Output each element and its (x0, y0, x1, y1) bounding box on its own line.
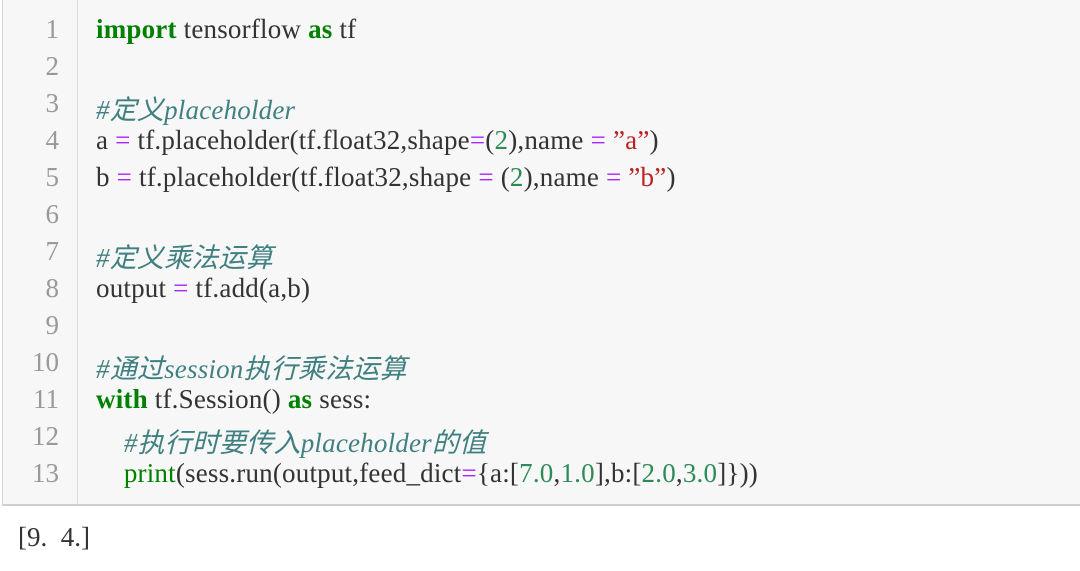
code-line-4: a = tf.placeholder(tf.float32,shape=(2),… (96, 125, 659, 156)
code-token: = (116, 162, 133, 192)
code-token: as (287, 384, 313, 414)
code-token: 2 (494, 125, 509, 155)
line-number: 7 (45, 236, 60, 266)
code-token: = (173, 273, 189, 303)
line-number: 2 (45, 51, 60, 81)
code-token: ],b:[ (594, 458, 642, 488)
code-token: tf.placeholder(tf.float32,shape (130, 125, 470, 155)
code-token: output (96, 273, 174, 303)
line-number: 11 (33, 384, 59, 414)
code-token: , (675, 458, 683, 488)
line-number: 6 (45, 199, 60, 229)
code-token: {a:[ (476, 458, 520, 488)
code-comment: #执行时要传入placeholder的值 (123, 428, 487, 458)
code-line-7: #定义乘法运算 (96, 236, 273, 275)
line-number: 8 (45, 273, 60, 303)
code-token: as (308, 14, 333, 44)
code-token: import (96, 14, 177, 44)
code-token: = (461, 458, 477, 488)
code-line-13: print(sess.run(output,feed_dict={a:[7.0,… (96, 458, 758, 489)
code-token: = (478, 162, 494, 192)
code-token: = (605, 162, 622, 192)
line-number-gutter: 1 2 3 4 5 6 7 8 9 10 11 12 13 (3, 0, 78, 504)
code-token: print (123, 458, 176, 488)
code-token: ( (493, 162, 510, 192)
code-line-1: import tensorflow as tf (96, 14, 356, 45)
code-token (96, 458, 124, 488)
code-token: 2.0 (641, 458, 676, 488)
code-token: 7.0 (519, 458, 554, 488)
code-token: = (115, 125, 131, 155)
line-number: 5 (45, 162, 60, 192)
code-token: tf.placeholder(tf.float32,shape (132, 162, 479, 192)
cell-output: [9. 4.] (18, 522, 90, 552)
line-number: 13 (32, 458, 59, 488)
code-token: tf (332, 14, 357, 44)
code-token (606, 125, 613, 155)
code-line-11: with tf.Session() as sess: (96, 384, 371, 415)
code-token: b (96, 162, 117, 192)
line-number: 9 (45, 310, 60, 340)
code-comment: #通过session执行乘法运算 (96, 354, 407, 384)
line-number: 1 (45, 14, 60, 44)
code-token: ),name (508, 125, 591, 155)
code-token: tf.add(a,b) (188, 273, 311, 303)
line-number: 12 (32, 421, 59, 451)
code-comment: #定义乘法运算 (96, 243, 273, 273)
line-number: 4 (45, 125, 60, 155)
code-token: ”b” (628, 162, 667, 192)
code-token: = (469, 125, 486, 155)
code-line-8: output = tf.add(a,b) (96, 273, 310, 304)
code-token: = (590, 125, 606, 155)
code-token: sess: (312, 384, 372, 414)
code-token: ]})) (717, 458, 758, 488)
code-token: 3.0 (682, 458, 718, 488)
code-line-10: #通过session执行乘法运算 (96, 347, 407, 386)
code-token: with (96, 384, 148, 414)
code-token (96, 428, 124, 458)
code-comment: #定义placeholder (96, 95, 296, 125)
code-token: (sess.run(output,feed_dict (175, 458, 462, 488)
code-token: ( (485, 125, 495, 155)
code-token: a (96, 125, 116, 155)
code-token: ) (666, 162, 676, 192)
line-number: 10 (32, 347, 59, 377)
code-token: 1.0 (560, 458, 595, 488)
code-token: 2 (509, 162, 524, 192)
line-number: 3 (45, 88, 60, 118)
code-token: tf.Session() (147, 384, 288, 414)
code-token: , (553, 458, 561, 488)
code-token: ”a” (612, 125, 650, 155)
code-token: ),name (523, 162, 606, 192)
code-token: ) (649, 125, 659, 155)
code-token: tensorflow (176, 14, 309, 44)
code-cell[interactable]: 1 2 3 4 5 6 7 8 9 10 11 12 13 import ten… (2, 0, 1080, 506)
code-line-5: b = tf.placeholder(tf.float32,shape = (2… (96, 162, 676, 193)
code-line-3: #定义placeholder (96, 88, 295, 127)
code-line-12: #执行时要传入placeholder的值 (96, 421, 486, 460)
